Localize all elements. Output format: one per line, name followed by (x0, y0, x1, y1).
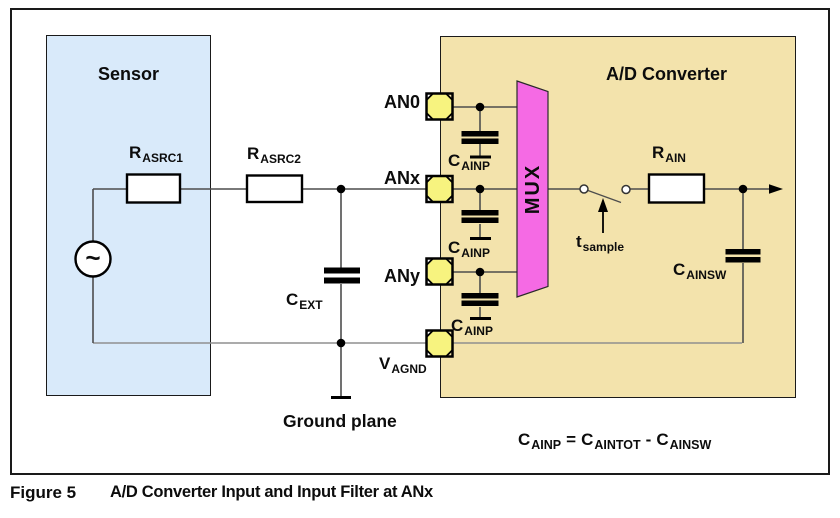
adc-title: A/D Converter (606, 64, 728, 84)
c-ainp-label-3: CAINP (451, 316, 493, 338)
c-ainp-label-1: CAINP (448, 151, 490, 173)
wire-segments (92, 106, 771, 397)
pin-any (425, 257, 454, 286)
capacitor-c-ainp-1 (461, 131, 499, 159)
c-ainp-label-2: CAINP (448, 238, 490, 260)
ground-plane-label: Ground plane (283, 411, 397, 431)
resistor-r-asrc2 (245, 174, 304, 204)
t-sample-label: tsample (576, 232, 625, 254)
resistor-r-ain (647, 173, 706, 204)
ac-source-symbol (74, 240, 112, 278)
sensor-region-box (46, 35, 211, 396)
pin-anx (425, 174, 454, 204)
pin-an0 (425, 92, 454, 121)
resistor-r-asrc1 (125, 173, 182, 204)
mux-symbol (516, 80, 549, 298)
capacitance-formula: CAINP=CAINTOT-CAINSW (518, 430, 712, 452)
r-asrc1-label: RASRC1 (129, 143, 183, 165)
c-ainsw-label: CAINSW (673, 260, 727, 282)
capacitor-c-ainp-3 (461, 293, 499, 320)
c-ext-label: CEXT (286, 290, 323, 312)
capacitor-c-ainsw (725, 249, 761, 263)
sample-switch (579, 184, 631, 233)
vagnd-pin-label: VAGND (379, 354, 427, 376)
r-asrc2-label: RASRC2 (247, 144, 301, 166)
mux-label: MUX (522, 163, 544, 215)
an0-pin-label: AN0 (383, 92, 420, 112)
r-ain-label: RAIN (652, 143, 686, 165)
sensor-title: Sensor (97, 64, 160, 84)
junction-dots (336, 102, 748, 348)
adc-region-box (440, 36, 796, 398)
pin-vagnd (425, 329, 454, 358)
capacitor-c-ainp-2 (461, 210, 499, 240)
ac-source-tilde: ~ (85, 242, 101, 273)
figure-title: A/D Converter Input and Input Filter at … (110, 483, 433, 501)
capacitor-c-ext (324, 267, 360, 399)
figure-number: Figure 5 (10, 483, 77, 502)
anx-pin-label: ANx (383, 168, 420, 188)
any-pin-label: ANy (383, 266, 420, 286)
output-arrow (769, 184, 783, 194)
